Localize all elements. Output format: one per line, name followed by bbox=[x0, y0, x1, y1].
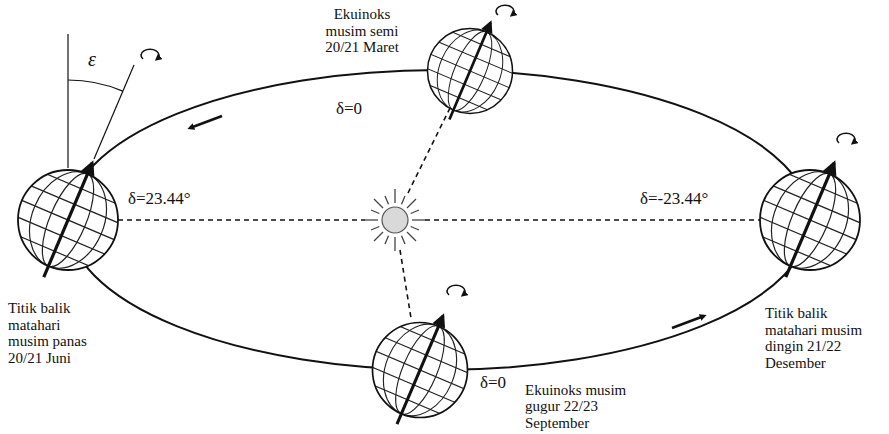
season-label: Titik balik matahari musim dingin 21/22 … bbox=[765, 305, 865, 371]
earth-globe bbox=[740, 152, 880, 287]
declination-label: δ=23.44° bbox=[128, 190, 191, 209]
declination-label: δ=-23.44° bbox=[640, 190, 708, 209]
earth-globe bbox=[353, 306, 486, 434]
declination-label: δ=0 bbox=[336, 100, 362, 119]
obliquity-angle bbox=[68, 34, 134, 168]
sun-symbol bbox=[364, 189, 426, 251]
season-label: Titik balik matahari musim panas 20/21 J… bbox=[8, 300, 98, 366]
orbit-arrow bbox=[672, 316, 704, 328]
declination-label: δ=0 bbox=[480, 374, 506, 393]
season-label: Ekuinoks musim semi 20/21 Maret bbox=[312, 6, 412, 56]
orbit-arrow bbox=[190, 116, 222, 128]
earth-globe bbox=[410, 14, 529, 129]
rotation-symbol bbox=[141, 49, 159, 59]
season-label: Ekuinoks musim gugur 22/23 September bbox=[525, 382, 645, 432]
rotation-symbol bbox=[447, 285, 465, 295]
angle-label: ε bbox=[88, 48, 96, 70]
rotation-symbol bbox=[837, 133, 855, 143]
earth-globe bbox=[0, 152, 138, 287]
rotation-symbol bbox=[496, 5, 514, 15]
sun-line bbox=[118, 108, 760, 318]
